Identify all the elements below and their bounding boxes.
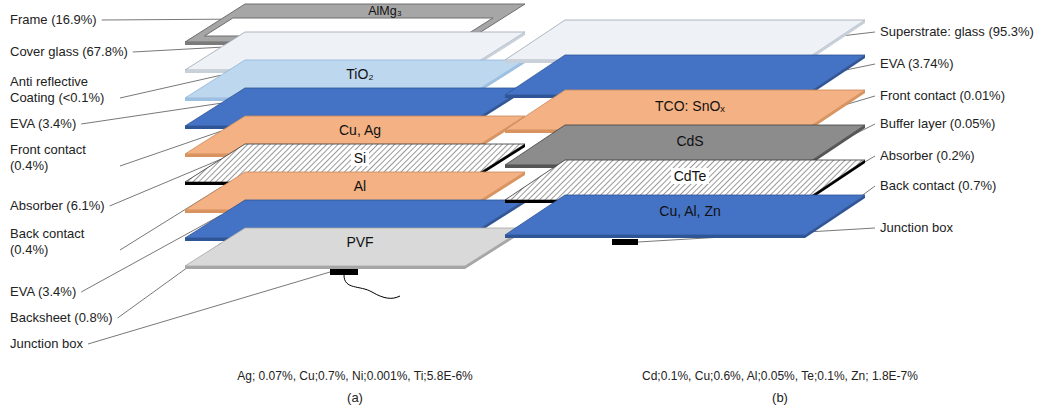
leader-line	[133, 47, 221, 52]
material-label: TiO₂	[346, 66, 373, 82]
junction-wire	[344, 275, 400, 298]
material-label: AlMg₃	[368, 4, 402, 18]
layer-face	[505, 55, 865, 95]
layer-face	[505, 160, 865, 200]
layer-edge	[185, 266, 465, 269]
eva-layer: EVA (3.74%)	[505, 55, 865, 95]
layer-label: Cover glass (67.8%)	[10, 44, 128, 60]
material-label: Cu, Ag	[339, 122, 381, 138]
material-label: CdS	[676, 133, 703, 149]
contact-layer: Back contact (0.7%)Cu, Al, Zn	[505, 195, 865, 235]
layer-face	[505, 195, 865, 235]
tco-layer: Front contact (0.01%)TCO: SnOₓ	[505, 90, 865, 130]
layer-face	[505, 90, 865, 130]
leader-line	[88, 272, 330, 344]
layer-label: EVA (3.74%)	[880, 56, 953, 72]
junction-box	[330, 269, 358, 275]
absorber-layer: Absorber (0.2%)CdTe	[505, 160, 865, 200]
leader-lines	[81, 19, 875, 344]
leader-line	[81, 215, 221, 292]
layer-edge	[505, 235, 805, 238]
junction-box	[612, 239, 638, 245]
layer-label: Absorber (6.1%)	[10, 198, 105, 214]
layer-label: Anti reflective Coating (<0.1%)	[10, 74, 115, 106]
composition-note: Cd;0.1%, Cu;0.6%, Al;0.05%, Te;0.1%, Zn;…	[550, 368, 1010, 384]
composition-note: Ag; 0.07%, Cu;0.7%, Ni;0.001%, Ti;5.8E-6…	[135, 368, 575, 384]
layer-label: Buffer layer (0.05%)	[880, 116, 995, 132]
material-label: Al	[354, 178, 366, 194]
layer-label: Front contact (0.4%)	[10, 142, 115, 174]
layer-label: Superstrate: glass (95.3%)	[880, 24, 1034, 40]
buffer-layer: Buffer layer (0.05%)CdS	[505, 125, 865, 165]
layer-face	[505, 125, 865, 165]
material-label: PVF	[346, 234, 373, 250]
part-label: Junction box	[880, 220, 953, 236]
part-label: Junction box	[10, 336, 83, 352]
material-label: Si	[351, 150, 369, 166]
backsheet-layer: Backsheet (0.8%)PVF	[185, 228, 525, 266]
layer-edge	[805, 195, 865, 238]
layer-label: Back contact (0.7%)	[880, 178, 996, 194]
layer-label: EVA (3.4%)	[10, 284, 76, 300]
layer-label: Back contact (0.4%)	[10, 226, 115, 258]
panel-label: (b)	[740, 390, 820, 406]
material-label: Cu, Al, Zn	[659, 203, 720, 219]
material-label: TCO: SnOₓ	[655, 98, 725, 114]
glass-layer: Superstrate: glass (95.3%)	[505, 20, 865, 60]
leader-line	[102, 19, 221, 21]
material-label: CdTe	[671, 168, 710, 184]
layer-label: Frame (16.9%)	[10, 12, 97, 28]
layer-label: Absorber (0.2%)	[880, 148, 975, 164]
layer-face	[505, 20, 865, 60]
layer-label: Front contact (0.01%)	[880, 88, 1005, 104]
layer-face	[185, 228, 525, 266]
layer-label: Backsheet (0.8%)	[10, 310, 113, 326]
layer-label: EVA (3.4%)	[10, 116, 76, 132]
panel-label: (a)	[315, 390, 395, 406]
